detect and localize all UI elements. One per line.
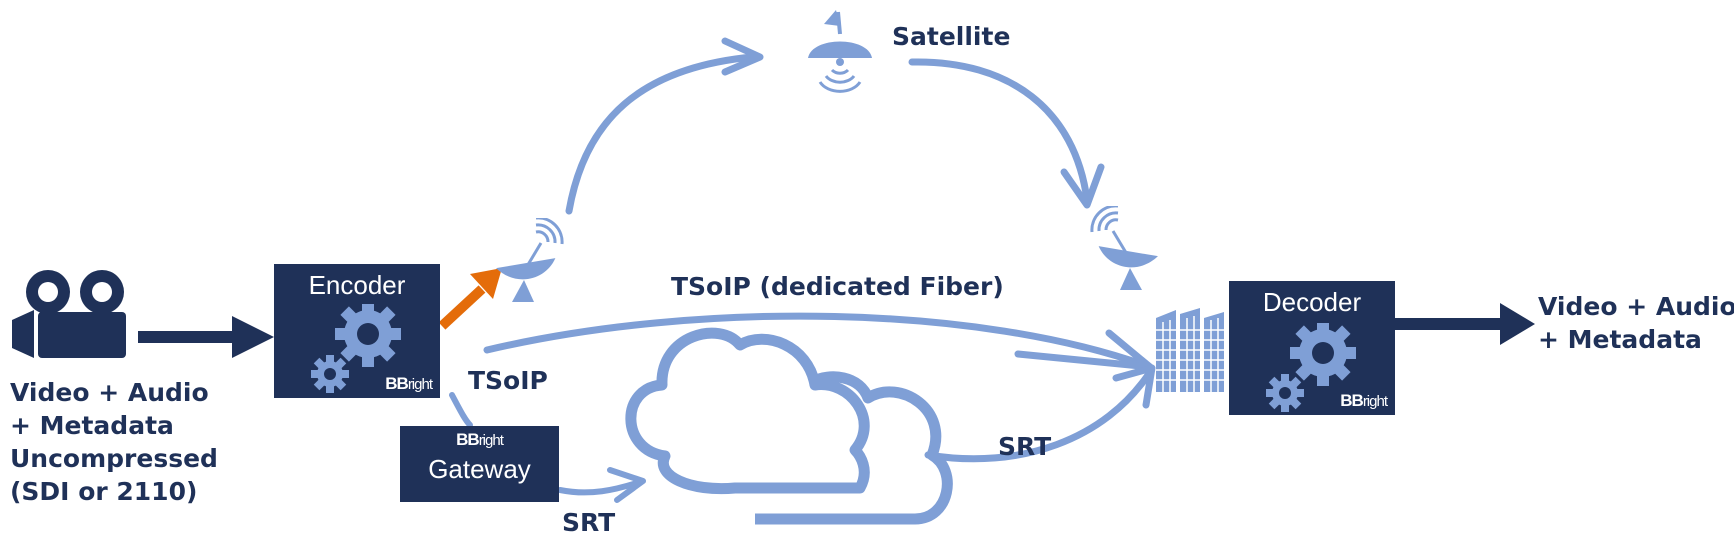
brand-main: BB xyxy=(1340,391,1364,410)
gateway-to-cloud-arrow xyxy=(557,467,646,503)
satellite-to-downlink-arrow xyxy=(908,58,1105,209)
cloud-to-datacenter-arrow xyxy=(924,364,1156,463)
source-to-encoder-arrow xyxy=(138,316,274,358)
encoder-brand: BBright xyxy=(385,374,433,394)
uplink-to-satellite-arrow xyxy=(565,37,764,215)
srt-gateway-label: SRT xyxy=(562,508,616,537)
brand-small: right xyxy=(407,376,433,393)
brand-small: right xyxy=(478,432,504,449)
source-label-line: + Metadata xyxy=(10,411,174,440)
fiber-arrow xyxy=(483,312,1154,371)
brand-small: right xyxy=(1362,393,1388,410)
srt-cloud-label: SRT xyxy=(998,432,1052,461)
output-label-line: Video + Audio xyxy=(1538,292,1734,321)
encoder-box[interactable]: Encoder BBright xyxy=(274,264,440,398)
downlink-dish-icon xyxy=(1090,206,1158,290)
encoder-to-uplink-arrow xyxy=(438,268,502,330)
decoder-box[interactable]: Decoder BBright xyxy=(1229,281,1395,415)
brand-main: BB xyxy=(456,430,480,449)
satellite-label: Satellite xyxy=(892,22,1011,51)
satellite-icon xyxy=(808,10,872,93)
encoder-title: Encoder xyxy=(308,270,406,300)
gateway-title: Gateway xyxy=(428,454,531,484)
cloud-icon xyxy=(625,327,953,525)
decoder-brand: BBright xyxy=(1340,391,1388,411)
gateway-brand: BBright xyxy=(400,430,559,450)
decoder-title: Decoder xyxy=(1262,287,1362,317)
source-label-line: Uncompressed xyxy=(10,444,218,473)
uplink-dish-icon xyxy=(496,218,564,302)
datacenter-icon xyxy=(1156,308,1224,392)
source-label-line: (SDI or 2110) xyxy=(10,477,198,506)
video-camera-icon xyxy=(12,270,126,358)
encoder-to-gateway-line xyxy=(449,392,473,428)
brand-main: BB xyxy=(385,374,409,393)
output-label: Video + Audio + Metadata xyxy=(1538,290,1734,356)
fiber-label: TSoIP (dedicated Fiber) xyxy=(671,272,1004,301)
gears-icon xyxy=(311,304,401,393)
tsoip-label: TSoIP xyxy=(468,366,548,395)
gears-icon xyxy=(1266,323,1356,412)
decoder-to-output-arrow xyxy=(1395,303,1535,345)
gateway-box[interactable]: BBright Gateway xyxy=(400,426,559,502)
source-label: Video + Audio + Metadata Uncompressed (S… xyxy=(10,376,218,508)
output-label-line: + Metadata xyxy=(1538,325,1702,354)
source-label-line: Video + Audio xyxy=(10,378,209,407)
